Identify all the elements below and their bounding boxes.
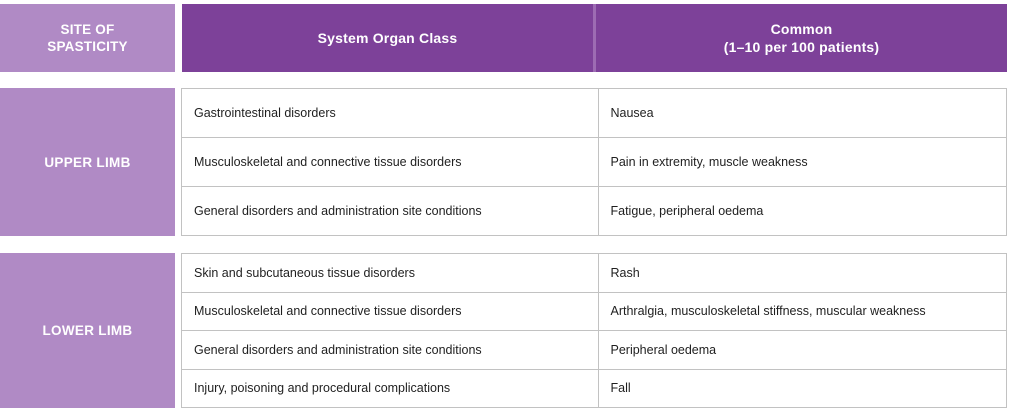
cell-common: Arthralgia, musculoskeletal stiffness, m…: [597, 291, 1007, 331]
lower-limb-table: Skin and subcutaneous tissue disorders R…: [181, 253, 1007, 408]
header-system-organ-class: System Organ Class: [182, 4, 596, 72]
table-row: Musculoskeletal and connective tissue di…: [181, 291, 1007, 331]
header-main-band: System Organ Class Common (1–10 per 100 …: [182, 4, 1007, 72]
cell-common: Pain in extremity, muscle weakness: [597, 137, 1007, 187]
cell-system-organ-class: General disorders and administration sit…: [181, 186, 599, 236]
upper-limb-table: Gastrointestinal disorders Nausea Muscul…: [181, 88, 1007, 236]
cell-system-organ-class: Gastrointestinal disorders: [181, 88, 599, 138]
site-label-lower-limb: LOWER LIMB: [0, 253, 175, 408]
header-site-line1: SITE OF: [60, 22, 115, 37]
header-site-line2: SPASTICITY: [47, 39, 128, 54]
cell-system-organ-class: General disorders and administration sit…: [181, 330, 599, 370]
header-common-line2: (1–10 per 100 patients): [723, 39, 880, 55]
table-row: Musculoskeletal and connective tissue di…: [181, 137, 1007, 187]
cell-common: Fatigue, peripheral oedema: [597, 186, 1007, 236]
cell-common: Rash: [597, 253, 1007, 293]
table-row: Injury, poisoning and procedural complic…: [181, 368, 1007, 408]
cell-system-organ-class: Skin and subcutaneous tissue disorders: [181, 253, 599, 293]
section-upper-limb: UPPER LIMB Gastrointestinal disorders Na…: [0, 88, 1008, 236]
cell-system-organ-class: Musculoskeletal and connective tissue di…: [181, 137, 599, 187]
cell-common: Nausea: [597, 88, 1007, 138]
cell-common: Peripheral oedema: [597, 330, 1007, 370]
header-common-line1: Common: [770, 21, 833, 37]
table-row: General disorders and administration sit…: [181, 186, 1007, 236]
cell-common: Fall: [597, 368, 1007, 408]
header-common-frequency: Common (1–10 per 100 patients): [596, 4, 1007, 72]
cell-system-organ-class: Musculoskeletal and connective tissue di…: [181, 291, 599, 331]
cell-system-organ-class: Injury, poisoning and procedural complic…: [181, 368, 599, 408]
section-lower-limb: LOWER LIMB Skin and subcutaneous tissue …: [0, 253, 1008, 408]
table-row: General disorders and administration sit…: [181, 330, 1007, 370]
site-label-upper-limb: UPPER LIMB: [0, 88, 175, 236]
table-row: Skin and subcutaneous tissue disorders R…: [181, 253, 1007, 293]
table-header-row: SITE OF SPASTICITY System Organ Class Co…: [0, 4, 1008, 72]
table-row: Gastrointestinal disorders Nausea: [181, 88, 1007, 138]
header-site-of-spasticity: SITE OF SPASTICITY: [0, 4, 175, 72]
